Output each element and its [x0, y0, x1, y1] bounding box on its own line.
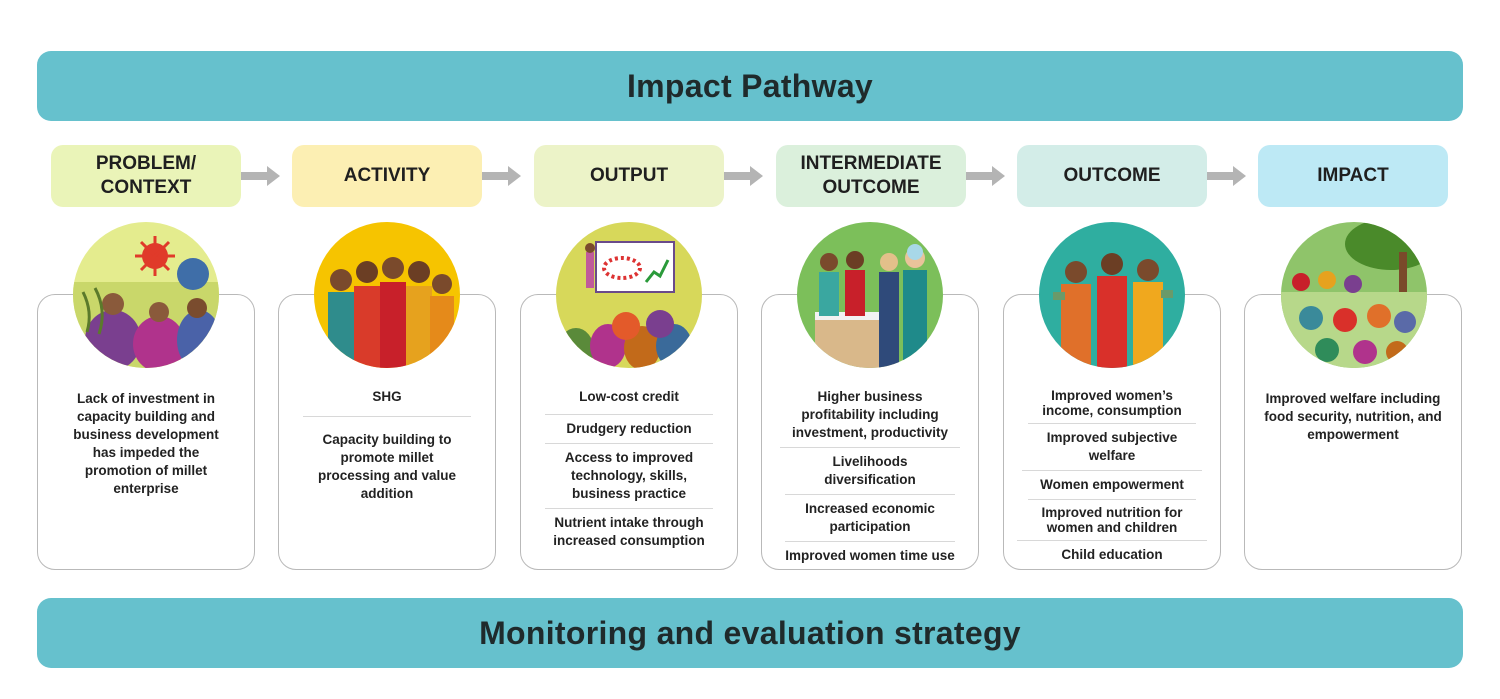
- intermediate-outcome-illustration: [797, 222, 943, 368]
- output-illustration: [556, 222, 702, 368]
- monitoring-evaluation-banner: Monitoring and evaluation strategy: [37, 598, 1463, 668]
- card-item: Low-cost credit: [545, 383, 713, 415]
- monitoring-evaluation-title: Monitoring and evaluation strategy: [479, 614, 1021, 651]
- stage-header-impact: IMPACT: [1258, 145, 1448, 207]
- card-item: Lack of investment in capacity building …: [73, 391, 219, 496]
- stage-header-intermediate-outcome: INTERMEDIATE OUTCOME: [776, 145, 966, 207]
- arrow-right-icon: [724, 166, 763, 186]
- card-item: Drudgery reduction: [545, 415, 713, 444]
- card-item: Child education: [1061, 547, 1163, 562]
- card-item: Higher business profitability including …: [780, 383, 960, 448]
- card-item: Improved women’s income, consumption: [1028, 383, 1196, 424]
- card-item: Nutrient intake through increased consum…: [553, 515, 705, 548]
- card-item: SHG: [303, 383, 471, 417]
- arrow-right-icon: [241, 166, 280, 186]
- card-item: Access to improved technology, skills, b…: [545, 444, 713, 509]
- impact-illustration: [1281, 222, 1427, 368]
- card-item: Improved subjective welfare: [1022, 424, 1202, 471]
- problem-context-illustration: [73, 222, 219, 368]
- activity-illustration: [314, 222, 460, 368]
- arrow-right-icon: [966, 166, 1005, 186]
- arrow-right-icon: [482, 166, 521, 186]
- card-item: Livelihoods diversification: [785, 448, 955, 495]
- stage-header-outcome: OUTCOME: [1017, 145, 1207, 207]
- card-item: Improved welfare including food security…: [1264, 391, 1442, 442]
- card-item: Improved women time use: [785, 548, 955, 563]
- stage-header-activity: ACTIVITY: [292, 145, 482, 207]
- stage-header-problem-context: PROBLEM/ CONTEXT: [51, 145, 241, 207]
- card-item: Improved nutrition for women and childre…: [1017, 500, 1207, 541]
- card-item: Capacity building to promote millet proc…: [317, 432, 457, 501]
- impact-pathway-title: Impact Pathway: [626, 67, 874, 104]
- outcome-illustration: [1039, 222, 1185, 368]
- card-item: Increased economic participation: [785, 495, 955, 542]
- impact-pathway-banner: Impact Pathway: [37, 51, 1463, 121]
- stage-header-output: OUTPUT: [534, 145, 724, 207]
- card-item: Women empowerment: [1028, 471, 1196, 500]
- arrow-right-icon: [1207, 166, 1246, 186]
